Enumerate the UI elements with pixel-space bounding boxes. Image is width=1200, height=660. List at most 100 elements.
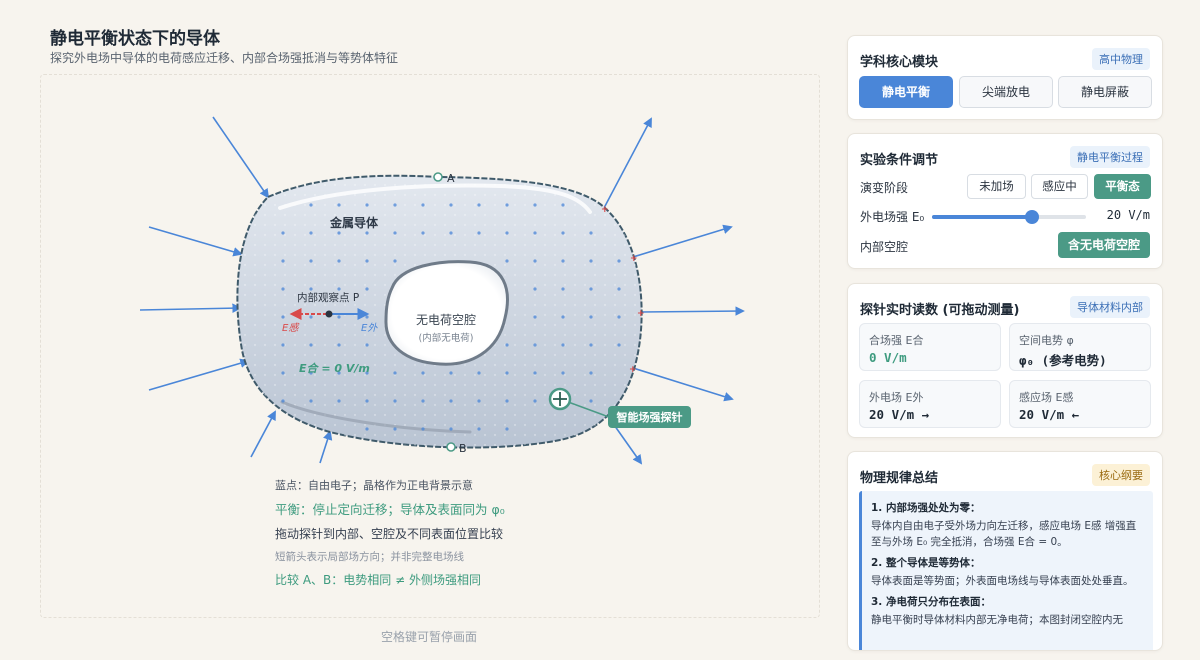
stage-label: 演变阶段 [860, 181, 909, 195]
law-heading: 2. 整个导体是等势体： [871, 557, 981, 569]
free-electron [421, 231, 425, 235]
laws-title: 物理规律总结 [860, 471, 939, 486]
free-electron [337, 287, 341, 291]
svg-text:+: + [630, 254, 638, 264]
free-electron [505, 343, 509, 347]
page-title: 静电平衡状态下的导体 [50, 29, 220, 49]
module-button-shielding[interactable]: 静电屏蔽 [1058, 76, 1152, 108]
free-electron [365, 343, 369, 347]
free-electron [561, 371, 565, 375]
field-strength-slider[interactable] [932, 210, 1086, 224]
module-button-point-discharge[interactable]: 尖端放电 [959, 76, 1053, 108]
free-electron [533, 371, 537, 375]
field-lines-incoming [139, 116, 333, 464]
free-electron [505, 399, 509, 403]
free-electron [337, 259, 341, 263]
point-b-marker[interactable] [446, 442, 456, 452]
free-electron [393, 259, 397, 263]
pause-hint: 空格键可暂停画面 [381, 630, 478, 644]
free-electron [309, 315, 313, 319]
free-electron [365, 287, 369, 291]
free-electron [449, 399, 453, 403]
free-electron [421, 371, 425, 375]
free-electron [309, 371, 313, 375]
field-probe[interactable]: 智能场强探针 [548, 387, 691, 428]
e-external-label: E外 [361, 322, 378, 334]
free-electron [589, 315, 593, 319]
free-electron [309, 343, 313, 347]
free-electron [617, 287, 621, 291]
free-electron [617, 315, 621, 319]
free-electron [449, 231, 453, 235]
e-induced-label: E感 [282, 322, 300, 334]
e-net-label: E合 = 0 V/m [299, 362, 370, 375]
legend-note: 蓝点：自由电子；晶格作为正电背景示意 [275, 479, 473, 492]
free-electron [393, 203, 397, 207]
free-electron [421, 427, 425, 431]
free-electron [365, 399, 369, 403]
laws-panel: 物理规律总结 核心纲要 1. 内部场强处处为零： 导体内自由电子受外场力向左迁移… [847, 451, 1163, 651]
free-electron [309, 399, 313, 403]
conditions-title: 实验条件调节 [860, 153, 939, 168]
free-electron [281, 371, 285, 375]
free-electron [561, 343, 565, 347]
free-electron [477, 203, 481, 207]
laws-tag: 核心纲要 [1092, 464, 1150, 486]
free-electron [505, 231, 509, 235]
free-electron [561, 287, 565, 291]
free-electron [533, 343, 537, 347]
conditions-tag: 静电平衡过程 [1070, 146, 1150, 168]
point-a-marker[interactable] [433, 172, 443, 182]
free-electron [533, 399, 537, 403]
reading-induced-field: 感应场 E感 20 V/m ← [1009, 380, 1151, 428]
law-heading: 3. 净电荷只分布在表面： [871, 596, 991, 608]
module-button-equilibrium[interactable]: 静电平衡 [859, 76, 953, 108]
conditions-panel: 实验条件调节 静电平衡过程 演变阶段 未加场 感应中 平衡态 外电场强 E₀ 2… [847, 133, 1163, 269]
observe-point-marker[interactable] [325, 310, 333, 318]
compare-note: 比较 A、B：电势相同 ≠ 外侧场强相同 [275, 573, 481, 587]
free-electron [309, 231, 313, 235]
stage-button-no-field[interactable]: 未加场 [967, 174, 1026, 199]
free-electron [421, 203, 425, 207]
free-electron [337, 343, 341, 347]
free-electron [393, 399, 397, 403]
conductor-label: 金属导体 [329, 215, 379, 230]
slider-thumb[interactable] [1025, 210, 1040, 224]
free-electron [281, 399, 285, 403]
arrow-note: 短箭头表示局部场方向；并非完整电场线 [275, 551, 464, 563]
free-electron [617, 259, 621, 263]
free-electron [365, 315, 369, 319]
law-text: 导体内自由电子受外场力向左迁移，感应电场 E感 增强直至与外场 E₀ 完全抵消，… [871, 520, 1137, 548]
laws-list: 1. 内部场强处处为零： 导体内自由电子受外场力向左迁移，感应电场 E感 增强直… [859, 491, 1153, 650]
stage-button-equilibrium[interactable]: 平衡态 [1094, 174, 1151, 199]
free-electron [589, 399, 593, 403]
free-electron [281, 231, 285, 235]
free-electron [477, 427, 481, 431]
svg-text:+: + [629, 365, 637, 375]
free-electron [589, 231, 593, 235]
reading-net-field: 合场强 E合 0 V/m [859, 323, 1001, 371]
conductor-diagram: 无电荷空腔 (内部无电荷) + + + + 金属导体 A B 内部观察点 P E… [139, 116, 745, 465]
point-b-label: B [459, 442, 467, 455]
reading-external-field: 外电场 E外 20 V/m → [859, 380, 1001, 428]
reading-potential: 空间电势 φ φ₀ (参考电势) [1009, 323, 1151, 371]
cavity-toggle-button[interactable]: 含无电荷空腔 [1057, 232, 1150, 258]
free-electron [561, 231, 565, 235]
cavity: 无电荷空腔 (内部无电荷) [384, 260, 509, 366]
cavity-sublabel: (内部无电荷) [419, 332, 474, 344]
field-strength-value: 20 V/m [1106, 208, 1150, 222]
svg-text:+: + [637, 309, 645, 319]
free-electron [309, 203, 313, 207]
stage-button-inducing[interactable]: 感应中 [1031, 174, 1088, 199]
cavity-label: 无电荷空腔 [416, 312, 476, 327]
free-electron [393, 231, 397, 235]
free-electron [365, 231, 369, 235]
free-electron [477, 231, 481, 235]
point-a-label: A [447, 172, 455, 185]
free-electron [505, 371, 509, 375]
free-electron [449, 427, 453, 431]
free-electron [533, 231, 537, 235]
free-electron [337, 399, 341, 403]
free-electron [365, 427, 369, 431]
free-electron [589, 287, 593, 291]
